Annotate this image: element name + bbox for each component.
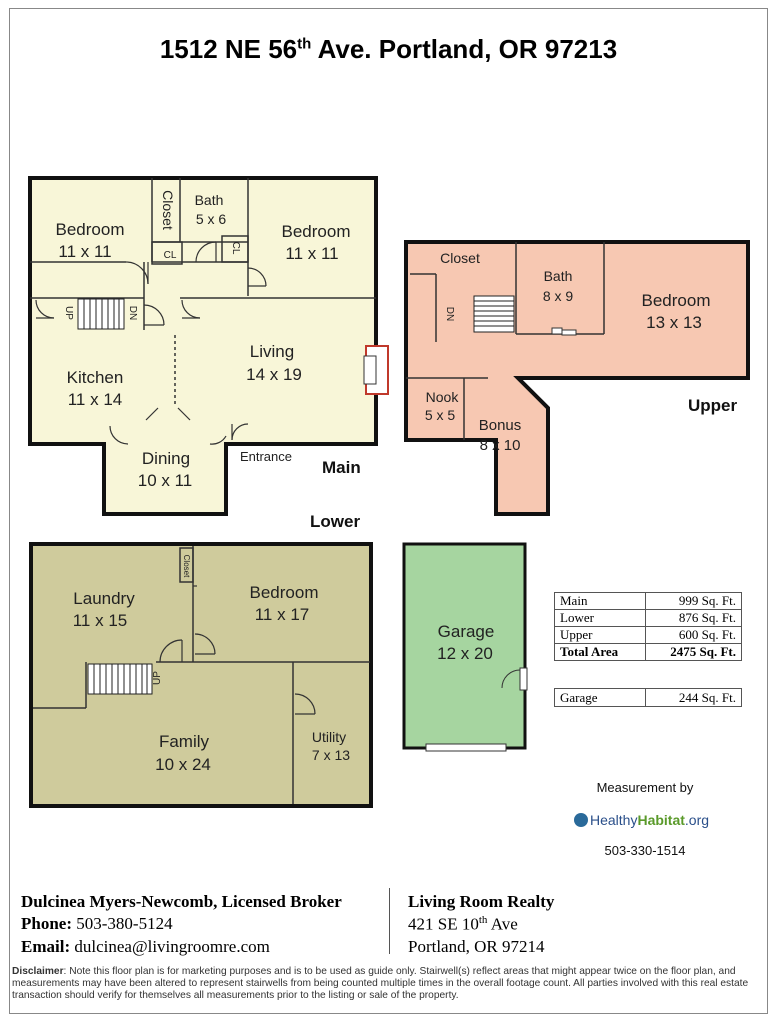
healthy-habitat-logo[interactable]: HealthyHabitat.org (574, 812, 709, 828)
main-dining-name: Dining (142, 449, 190, 468)
main-living-size: 14 x 19 (246, 365, 302, 384)
page-border (9, 8, 768, 1014)
main-bedroom-right-name: Bedroom (282, 222, 351, 241)
area-label: Lower (554, 609, 646, 627)
main-cl-left-label: CL (164, 250, 177, 261)
lower-laundry-size: 11 x 15 (73, 611, 128, 630)
upper-bonus-size: 8 x 10 (480, 437, 521, 454)
lower-bedroom-name: Bedroom (250, 583, 319, 602)
footer-divider (389, 888, 390, 954)
upper-level: Closet Bath 8 x 9 Bedroom 13 x 13 DN Noo… (404, 240, 750, 516)
page-title: 1512 NE 56th Ave. Portland, OR 97213 (159, 34, 618, 64)
main-bedroom-left-size: 11 x 11 (58, 242, 111, 261)
measurement-phone: 503-330-1514 (604, 843, 686, 858)
upper-bath-size: 8 x 9 (543, 288, 574, 304)
upper-bedroom-name: Bedroom (642, 291, 711, 310)
area-value: 2475 Sq. Ft. (645, 643, 742, 661)
company-city: Portland, OR 97214 (408, 937, 545, 956)
upper-closet-label: Closet (440, 250, 480, 266)
lower-utility-name: Utility (312, 729, 346, 745)
broker-name: Dulcinea Myers-Newcomb, Licensed Broker (21, 892, 342, 911)
area-label: Upper (554, 626, 646, 644)
main-stair-dn-label: DN (127, 306, 138, 320)
main-closet-label: Closet (160, 190, 176, 230)
lower-level: Lower Laundry 11 x 15 Closet Bedroom (29, 512, 373, 808)
area-value: 876 Sq. Ft. (645, 609, 742, 627)
area-value: 600 Sq. Ft. (645, 626, 742, 644)
lower-family-name: Family (159, 732, 210, 751)
garage-name: Garage (438, 622, 495, 641)
main-bedroom-right-size: 11 x 11 (285, 244, 338, 263)
area-label: Main (554, 592, 646, 610)
main-bath-name: Bath (195, 192, 224, 208)
lower-stair-up-label: UP (152, 671, 163, 685)
upper-nook-name: Nook (426, 389, 460, 405)
lower-bedroom-size: 11 x 17 (255, 605, 310, 624)
globe-icon (574, 813, 588, 827)
lower-closet-label: Closet (182, 555, 191, 578)
lower-family-size: 10 x 24 (155, 755, 211, 774)
main-level-label: Main (322, 458, 361, 477)
main-living-name: Living (250, 342, 294, 361)
upper-nook-size: 5 x 5 (425, 407, 456, 423)
lower-level-label: Lower (310, 512, 360, 531)
main-cl-right-label: CL (230, 242, 241, 255)
company-name: Living Room Realty (408, 892, 555, 911)
garage-size: 12 x 20 (437, 644, 493, 663)
lower-utility-size: 7 x 13 (312, 747, 350, 763)
garage: Garage 12 x 20 (402, 542, 528, 752)
main-kitchen-name: Kitchen (67, 368, 124, 387)
area-value: 999 Sq. Ft. (645, 592, 742, 610)
measurement-by-label: Measurement by (596, 780, 694, 795)
main-level: Bedroom 11 x 11 Closet Bath 5 x 6 Bedroo… (28, 176, 389, 516)
main-bedroom-left-name: Bedroom (56, 220, 125, 239)
main-stair-up-label: UP (63, 306, 74, 320)
disclaimer: Disclaimer: Note this floor plan is for … (12, 966, 749, 1001)
upper-level-label: Upper (688, 396, 738, 415)
broker-email[interactable]: Email: dulcinea@livingroomre.com (21, 937, 270, 956)
main-entrance-label: Entrance (240, 449, 292, 464)
main-kitchen-size: 11 x 14 (68, 390, 123, 409)
upper-bath-name: Bath (544, 268, 573, 284)
main-dining-size: 10 x 11 (138, 471, 193, 490)
lower-laundry-name: Laundry (73, 589, 135, 608)
upper-bonus-name: Bonus (479, 417, 522, 434)
upper-bedroom-size: 13 x 13 (646, 313, 702, 332)
area-label: Total Area (554, 643, 646, 661)
garage-area-label: Garage (554, 688, 646, 707)
company-street: 421 SE 10th Ave (408, 914, 518, 934)
broker-phone: Phone: 503-380-5124 (21, 914, 173, 933)
garage-area-value: 244 Sq. Ft. (645, 688, 742, 707)
upper-stair-dn-label: DN (444, 307, 455, 321)
main-bath-size: 5 x 6 (196, 211, 227, 227)
